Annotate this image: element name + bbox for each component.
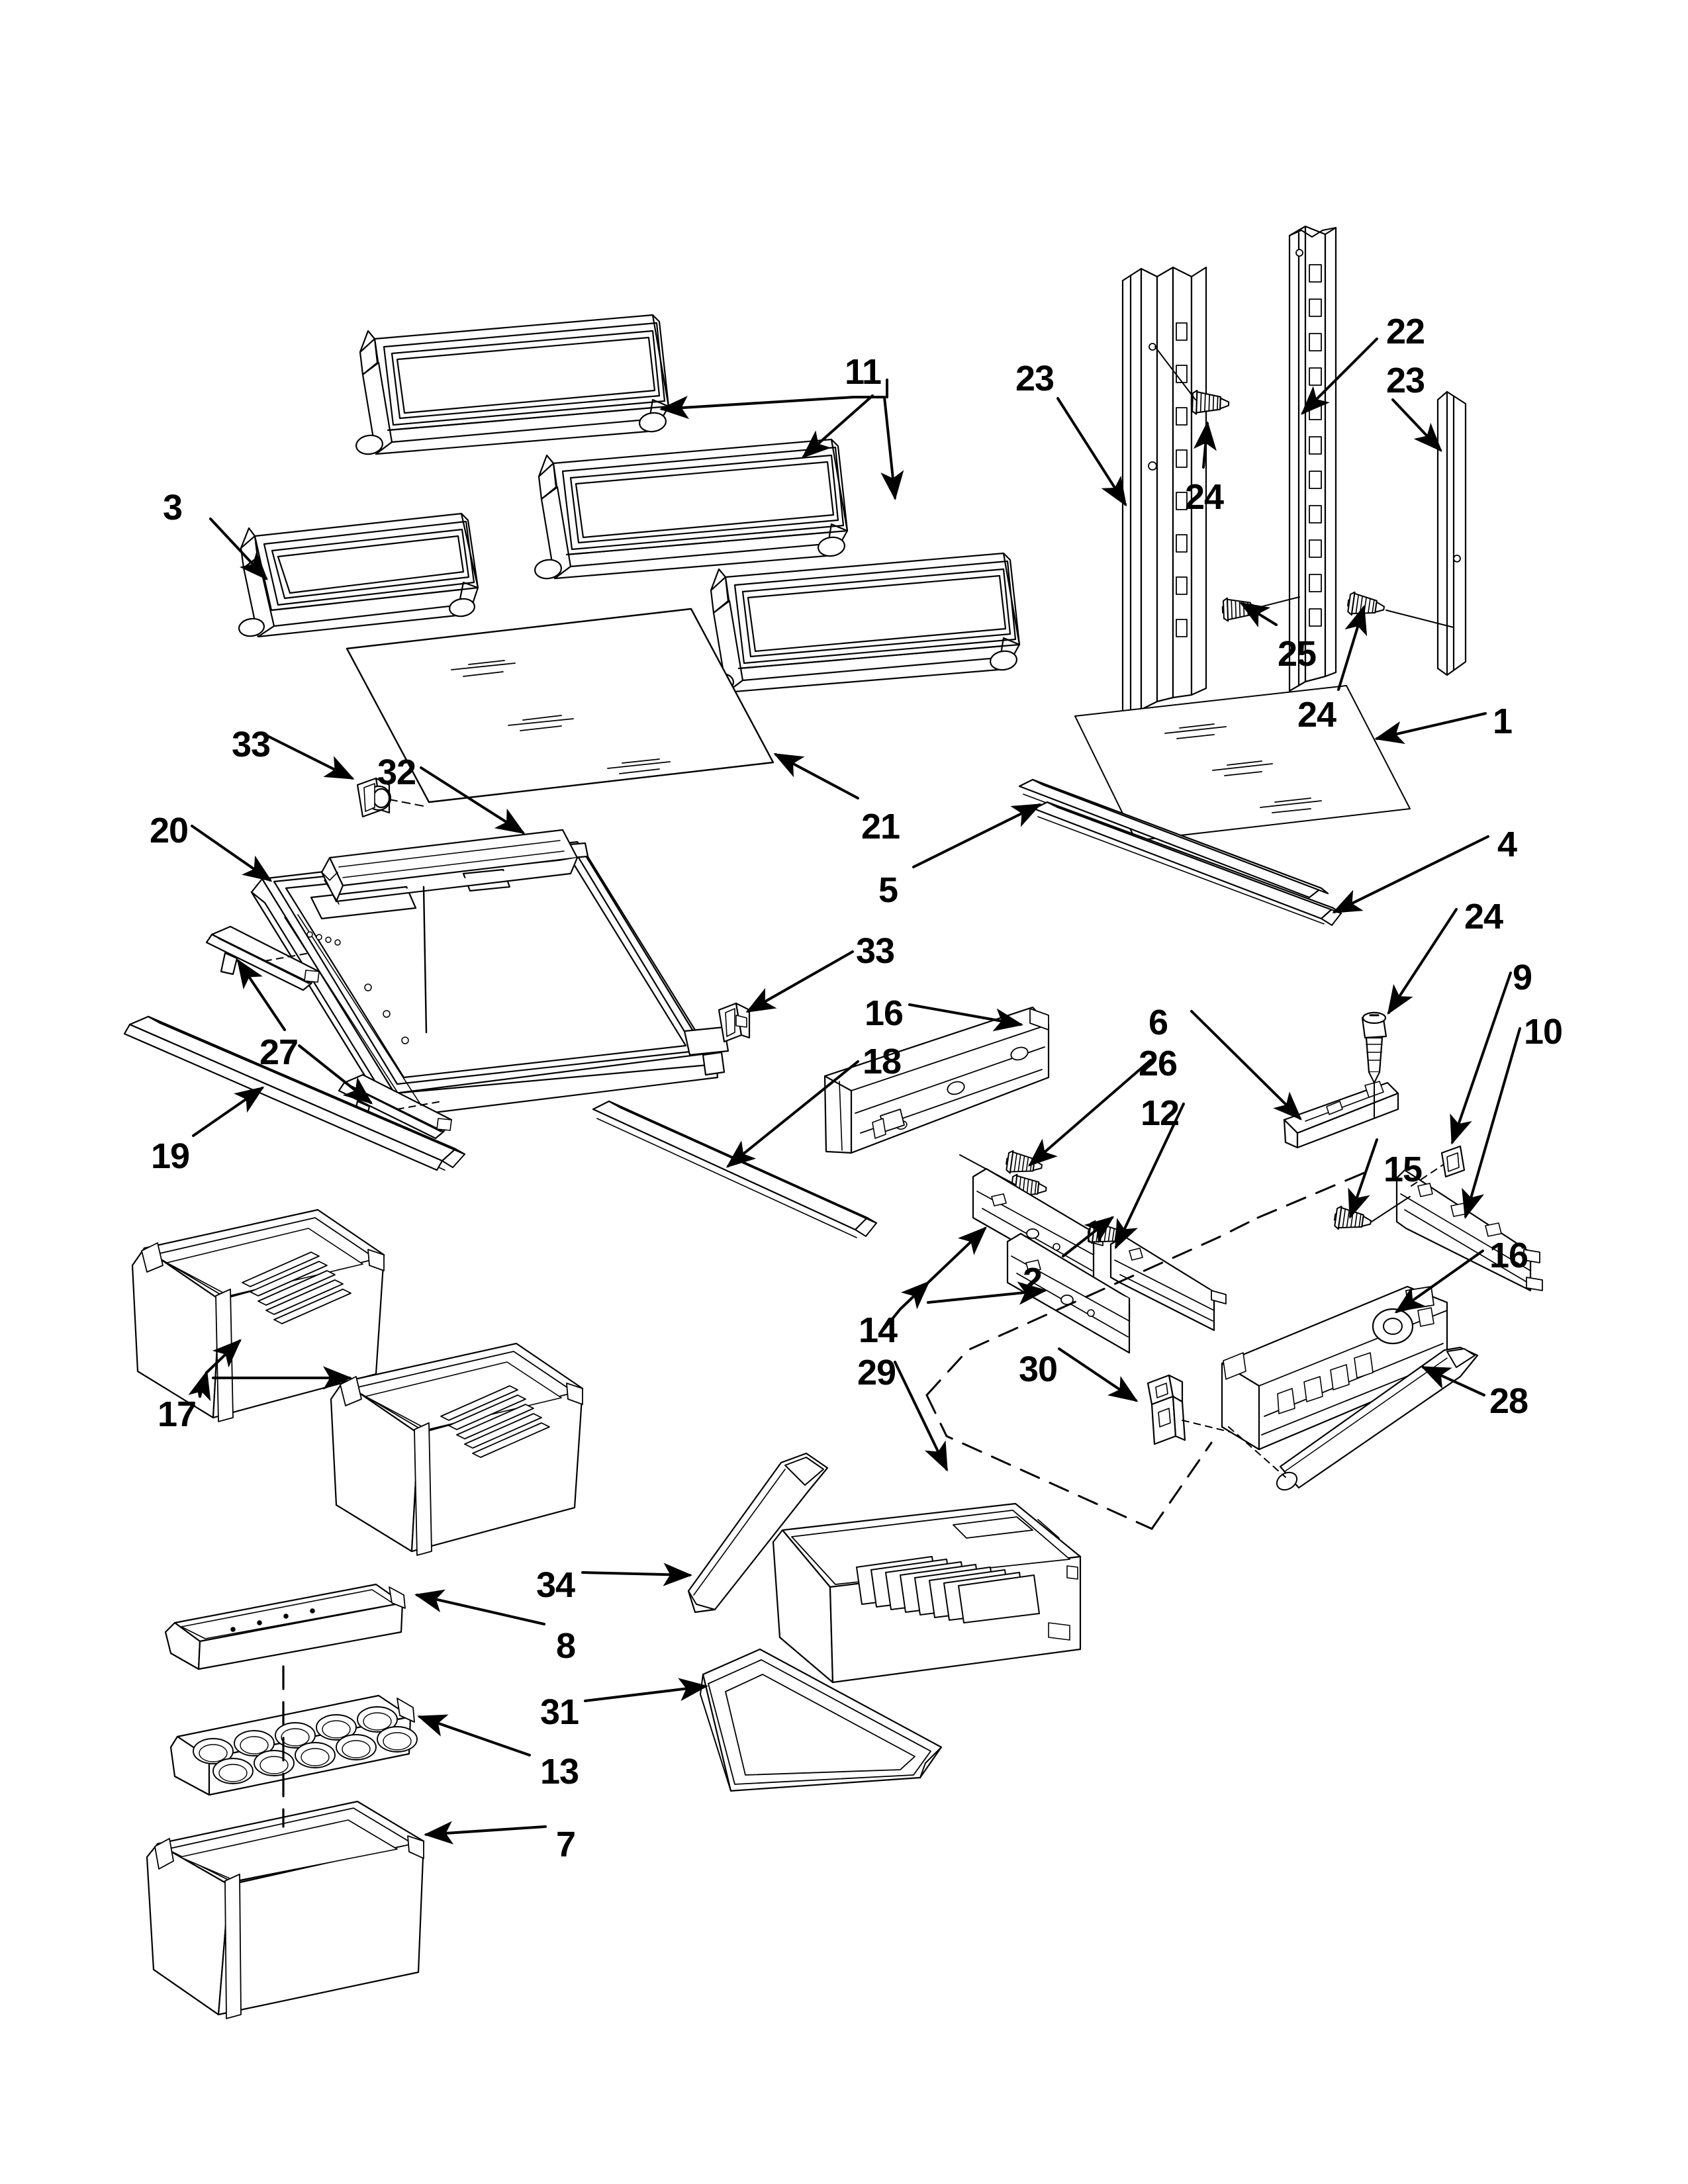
drawer-slide-rail-assembly-16-right (1221, 1285, 1448, 1451)
callout-31: 31 (540, 1692, 579, 1732)
callout-18: 18 (863, 1042, 902, 1081)
mounting-screw-24-upper (1154, 346, 1231, 416)
callout-13: 13 (540, 1752, 579, 1792)
callout-23-left: 23 (1015, 359, 1055, 398)
callout-23-right: 23 (1386, 361, 1425, 400)
callout-26: 26 (1139, 1044, 1178, 1083)
callout-20: 20 (150, 811, 189, 850)
callout-12: 12 (1141, 1093, 1180, 1133)
glass-shelf-c (706, 552, 1021, 694)
callout-27: 27 (259, 1032, 299, 1072)
callout-33-left: 33 (232, 725, 271, 764)
shelf-glass-panel-21 (346, 608, 774, 803)
mounting-screw-25 (1221, 596, 1300, 623)
mounting-screw-24-bracket (1361, 1011, 1387, 1118)
slide-retainer-clip-9 (1440, 1145, 1466, 1178)
shelf-support-channel-left (1121, 266, 1207, 723)
front-trim-strip-19 (123, 1015, 466, 1171)
crisper-drawer-left (131, 1208, 385, 1422)
callout-24-upper: 24 (1185, 477, 1224, 517)
drawer-stop-bracket-30 (1147, 1374, 1186, 1445)
callout-21: 21 (861, 807, 900, 846)
callout-6: 6 (1149, 1003, 1168, 1042)
glass-shelf-b (534, 438, 849, 580)
callout-2: 2 (1023, 1261, 1043, 1300)
callout-7: 7 (556, 1825, 576, 1864)
callout-33-right: 33 (856, 931, 895, 971)
crisper-drawer-right (330, 1342, 584, 1556)
callout-17: 17 (158, 1394, 197, 1434)
ice-storage-bin-7 (146, 1800, 425, 2019)
drawer-side-handle-trim-34 (687, 1452, 829, 1614)
rail-mounting-screw-15 (1333, 1196, 1411, 1235)
drawer-slide-rail-assembly-16-mid (823, 1006, 1050, 1154)
rail-support-bracket-6 (1283, 1081, 1399, 1149)
drawer-stop-clip-33-left (356, 777, 392, 818)
mounting-screw-24-lower (1346, 590, 1454, 628)
ice-cube-tray-13 (169, 1694, 418, 1796)
callout-1: 1 (1493, 702, 1513, 741)
callout-24-bracket: 24 (1464, 897, 1503, 936)
callout-29: 29 (857, 1353, 896, 1392)
callout-16-mid: 16 (865, 993, 904, 1033)
ice-bin-lid-8 (164, 1583, 406, 1670)
callout-30: 30 (1019, 1349, 1058, 1389)
callout-24-lower: 24 (1297, 695, 1336, 735)
narrow-shelf-frame (238, 512, 479, 638)
callout-22: 22 (1386, 312, 1425, 351)
callout-9: 9 (1513, 958, 1532, 997)
callout-28: 28 (1489, 1381, 1528, 1421)
callout-19: 19 (151, 1136, 190, 1176)
callout-3: 3 (163, 488, 183, 527)
callout-25: 25 (1278, 634, 1317, 674)
slide-screw-upper (1004, 1149, 1045, 1179)
callout-10: 10 (1524, 1012, 1563, 1052)
glass-panel-1 (1074, 685, 1411, 841)
callout-16-right: 16 (1489, 1236, 1528, 1275)
shelf-ladder-support-22 (1288, 225, 1337, 692)
callout-8: 8 (556, 1626, 576, 1666)
drawer-stop-clip-33-right (718, 1002, 751, 1043)
callout-11: 11 (845, 352, 882, 392)
callout-4: 4 (1497, 825, 1517, 864)
shelf-trim-rail-5 (1018, 778, 1329, 903)
callout-15: 15 (1383, 1150, 1423, 1189)
meat-pan-drawer-29 (772, 1502, 1082, 1684)
callout-32: 32 (377, 752, 416, 792)
glass-shelf-a (355, 314, 670, 455)
drawer-rail-right-10 (1395, 1169, 1543, 1292)
drawer-slide-rail-2 (1006, 1232, 1131, 1354)
drawer-center-rail-32 (320, 829, 579, 905)
drawer-front-handle-trim-31 (700, 1648, 943, 1792)
shelf-support-channel-right (1436, 390, 1467, 676)
callout-5: 5 (878, 870, 898, 910)
glass-trim-rail-4 (1033, 801, 1342, 926)
callout-34: 34 (536, 1565, 575, 1605)
callout-14: 14 (859, 1310, 898, 1350)
